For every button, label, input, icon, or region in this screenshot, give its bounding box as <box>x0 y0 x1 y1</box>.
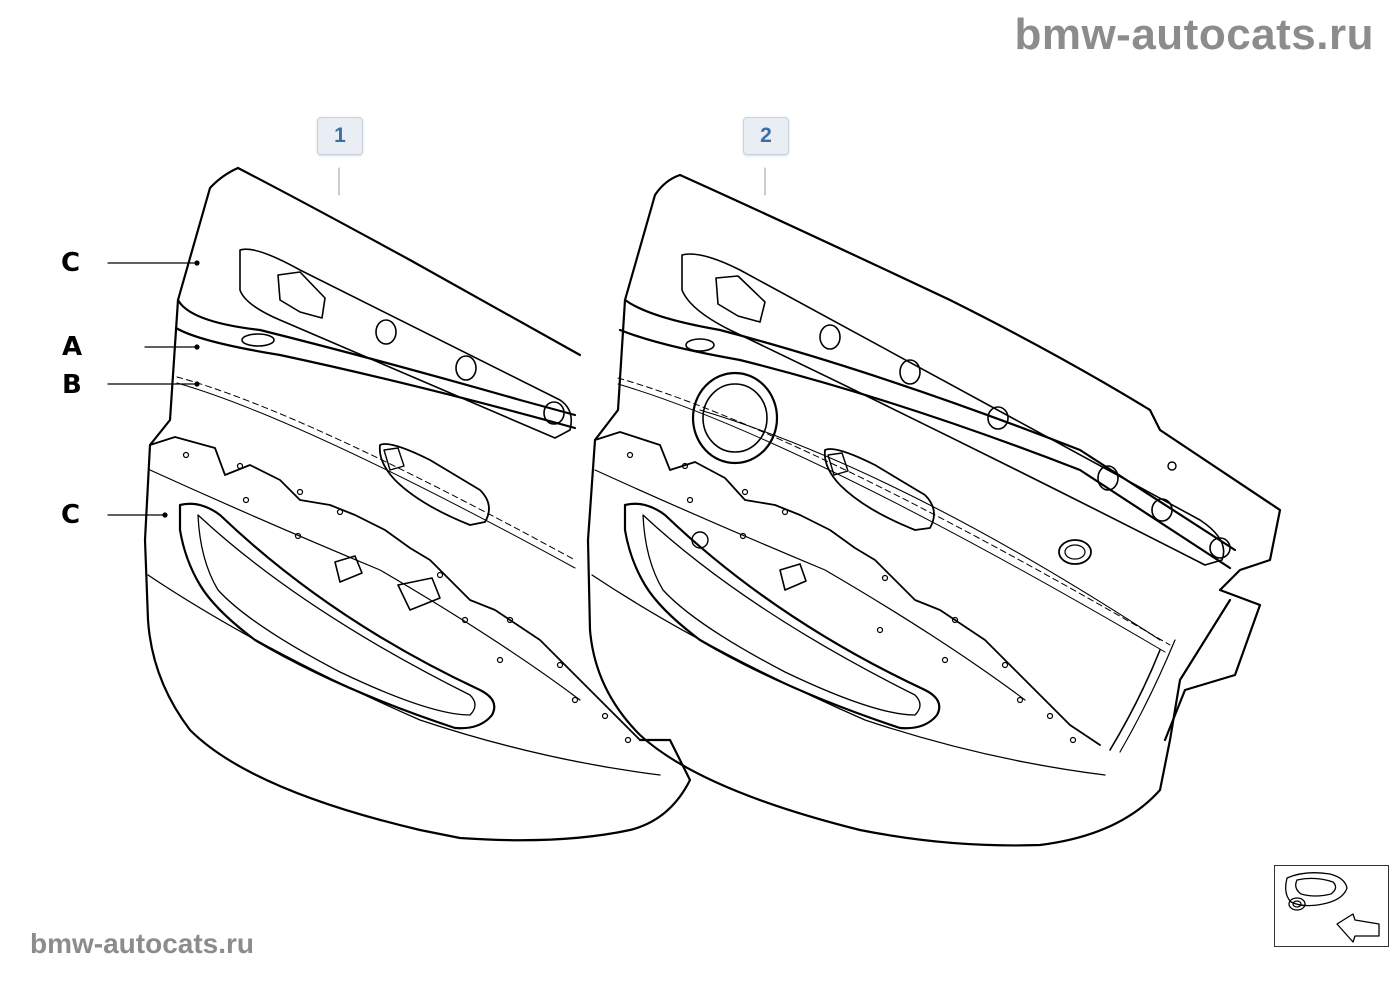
callout-1[interactable]: 1 <box>317 117 363 155</box>
zone-label-c-bottom: C <box>61 500 81 530</box>
callout-2[interactable]: 2 <box>743 117 789 155</box>
zone-label-c-top: C <box>61 248 81 278</box>
door-panel-2 <box>586 173 1282 847</box>
watermark-bottom: bmw-autocats.ru <box>30 928 255 959</box>
zone-leaders <box>107 260 200 518</box>
watermark-top: bmw-autocats.ru <box>1014 10 1374 59</box>
zone-label-b: B <box>62 370 82 400</box>
navigation-thumbnail[interactable] <box>1274 865 1389 947</box>
door-panel-1 <box>143 166 692 842</box>
zone-label-a: A <box>62 332 83 362</box>
car-door-arrow-icon <box>1285 872 1380 943</box>
